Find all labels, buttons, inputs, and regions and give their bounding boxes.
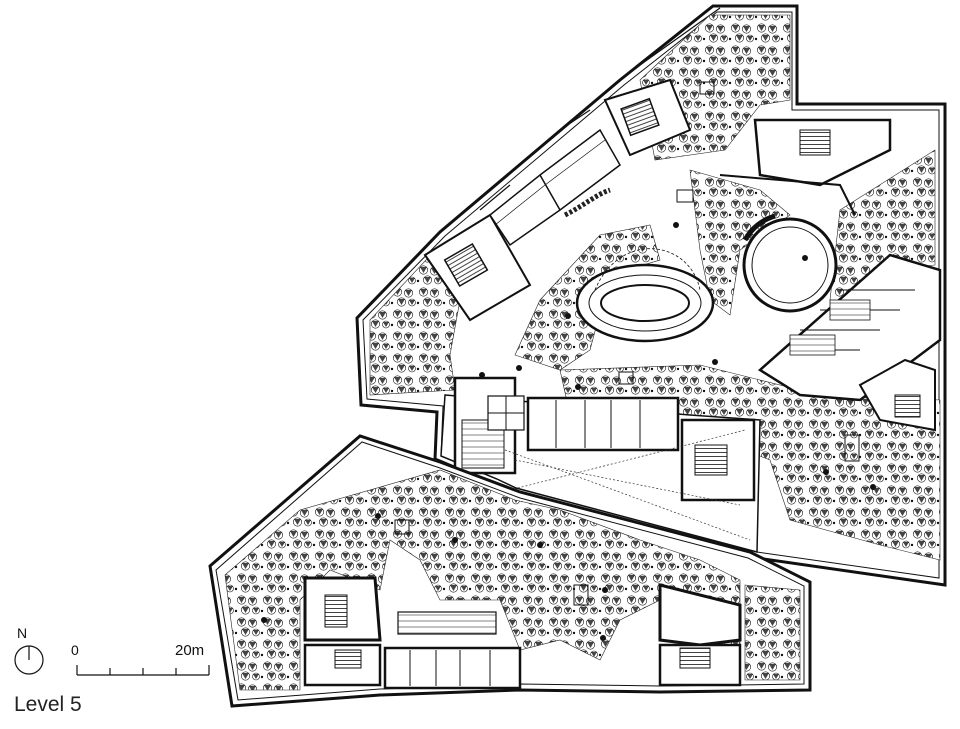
east-rooms — [757, 253, 942, 432]
north-label: N — [17, 625, 28, 641]
ne-core — [719, 118, 892, 216]
south-meeting-rooms — [383, 611, 522, 690]
se-core — [658, 583, 742, 687]
scale-start-label: 0 — [71, 642, 79, 658]
sw-core — [303, 576, 382, 687]
level-label: Level 5 — [14, 693, 82, 716]
south-wing — [208, 434, 812, 708]
nw-core-upper — [603, 78, 692, 157]
nw-core-lower — [423, 213, 532, 322]
elliptical-atrium-stair — [575, 248, 715, 343]
scale-end-label: 20m — [175, 642, 205, 659]
north-arrow — [14, 645, 44, 675]
scale-bar — [76, 665, 210, 676]
circular-room — [742, 213, 838, 313]
central-link — [440, 376, 761, 553]
